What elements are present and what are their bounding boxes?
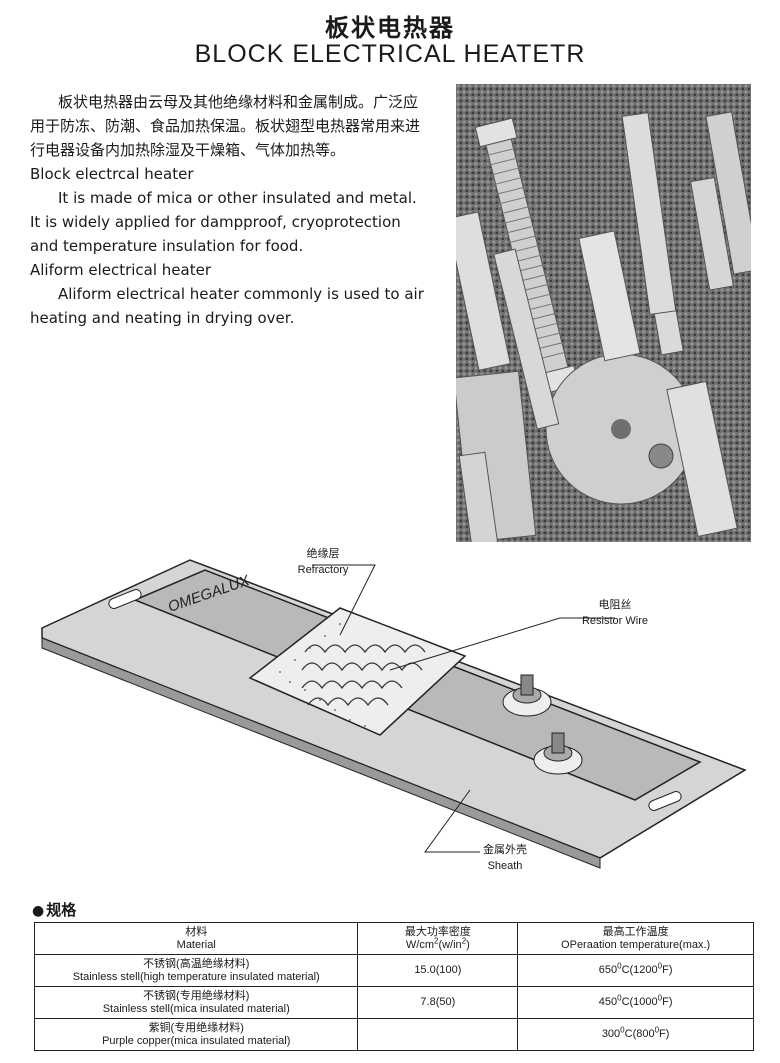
col-header-temperature: 最高工作温度 OPeraation temperature(max.)	[517, 922, 754, 955]
col-header-material: 材料 Material	[33, 922, 359, 955]
callout-wire-en: Resistor Wire	[581, 615, 648, 627]
intro-heading-block: Block electrcal heater	[30, 165, 194, 183]
intro-paragraph-aliform: Aliform electrical heater commonly is us…	[30, 285, 424, 327]
table-row: 不锈钢(专用绝缘材料)Stainless stell(mica insulate…	[33, 986, 754, 1019]
product-photo	[456, 84, 751, 542]
cell-density: 7.8(50)	[357, 986, 519, 1019]
callout-sheath-en: Sheath	[487, 860, 523, 872]
cell-density: 15.0(100)	[357, 954, 519, 987]
intro-paragraph-block: It is made of mica or other insulated an…	[30, 189, 417, 255]
callout-lines	[312, 564, 615, 853]
left-mounting-slot	[108, 589, 142, 609]
table-row: 不锈钢(高温绝缘材料)Stainless stell(high temperat…	[33, 954, 754, 987]
bullet-icon: ●	[32, 903, 45, 919]
cell-temperature: 6500C(12000F)	[517, 954, 754, 987]
callout-sheath-cn: 金属外壳	[483, 844, 527, 856]
product-photo-drawing	[456, 111, 751, 542]
page-title-cn: 板状电热器	[325, 14, 455, 42]
refractory-speckles	[279, 623, 366, 727]
right-mounting-slot	[648, 791, 682, 811]
table-row: 紫铜(专用绝缘材料)Purple copper(mica insulated m…	[33, 1018, 754, 1051]
col-header-density: 最大功率密度 W/cm2(w/in2)	[357, 922, 519, 955]
spec-heading: ●规格	[32, 899, 76, 920]
spec-table-header-row: 材料 Material 最大功率密度 W/cm2(w/in2) 最高工作温度 O…	[33, 922, 754, 955]
cell-material: 不锈钢(专用绝缘材料)Stainless stell(mica insulate…	[33, 986, 359, 1019]
resistor-wire-coils	[301, 644, 426, 707]
callout-sheath: 金属外壳 Sheath	[465, 842, 545, 874]
callout-wire-cn: 电阻丝	[598, 599, 632, 611]
terminal-nut-lower	[533, 732, 583, 775]
callout-resistor-wire: 电阻丝 Resistor Wire	[560, 597, 670, 629]
callout-refractory-cn: 绝缘层	[306, 548, 340, 560]
cell-material: 不锈钢(高温绝缘材料)Stainless stell(high temperat…	[33, 954, 359, 987]
callout-refractory: 绝缘层 Refractory	[278, 546, 368, 578]
intro-heading-aliform: Aliform electrical heater	[30, 261, 212, 279]
terminal-nut-upper	[502, 674, 552, 717]
intro-section: 板状电热器由云母及其他绝缘材料和金属制成。广泛应用于防冻、防潮、食品加热保温。板…	[30, 90, 428, 330]
spec-heading-label: 规格	[46, 901, 77, 919]
cell-temperature: 3000C(8000F)	[517, 1018, 754, 1051]
callout-refractory-en: Refractory	[297, 564, 349, 576]
refractory-layer	[248, 607, 467, 736]
cell-temperature: 4500C(10000F)	[517, 986, 754, 1019]
heater-cross-section-diagram: OMEGALUX 绝缘层 Refractory 电阻丝 Resistor Wir…	[40, 540, 755, 880]
page-title-en: BLOCK ELECTRICAL HEATETR	[194, 40, 586, 68]
cell-density	[357, 1018, 519, 1051]
heater-diagram-drawing: OMEGALUX	[41, 559, 747, 869]
spec-table: 材料 Material 最大功率密度 W/cm2(w/in2) 最高工作温度 O…	[33, 922, 754, 1051]
cell-material: 紫铜(专用绝缘材料)Purple copper(mica insulated m…	[33, 1018, 359, 1051]
intro-paragraph-cn: 板状电热器由云母及其他绝缘材料和金属制成。广泛应用于防冻、防潮、食品加热保温。板…	[30, 93, 421, 159]
